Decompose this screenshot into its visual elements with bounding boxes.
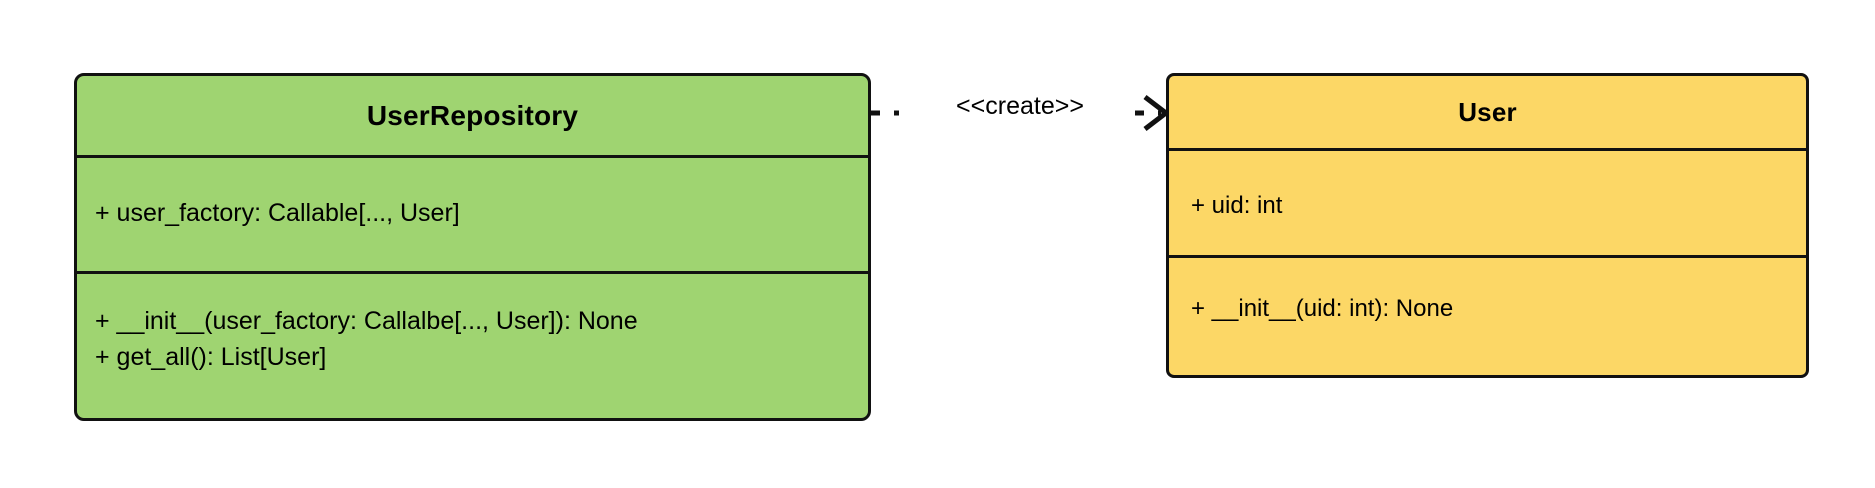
method-row: + __init__(user_factory: Callalbe[..., U… xyxy=(95,307,638,335)
class-box-user[interactable]: User + uid: int + __init__(uid: int): No… xyxy=(1166,73,1809,378)
attribute-row: + uid: int xyxy=(1191,192,1283,219)
methods-compartment-user: + __init__(uid: int): None xyxy=(1169,258,1806,375)
compartment-divider xyxy=(1169,255,1806,258)
method-row: + __init__(uid: int): None xyxy=(1191,295,1454,322)
class-name-user: User xyxy=(1458,97,1517,127)
relationship-stereotype-label: <<create>> xyxy=(956,92,1084,120)
class-name-user-repository: UserRepository xyxy=(366,100,579,131)
attribute-row: + user_factory: Callable[..., User] xyxy=(95,199,460,227)
open-arrow-head-icon xyxy=(1143,95,1166,131)
compartment-divider xyxy=(1169,148,1806,151)
attributes-compartment-user-repository: + user_factory: Callable[..., User] xyxy=(77,158,868,271)
methods-compartment-user-repository: + __init__(user_factory: Callalbe[..., U… xyxy=(77,274,868,418)
class-box-user-repository[interactable]: UserRepository + user_factory: Callable[… xyxy=(74,73,871,421)
method-row: + get_all(): List[User] xyxy=(95,342,327,371)
compartment-divider xyxy=(77,271,868,274)
compartment-divider xyxy=(77,155,868,158)
attributes-compartment-user: + uid: int xyxy=(1169,151,1806,255)
